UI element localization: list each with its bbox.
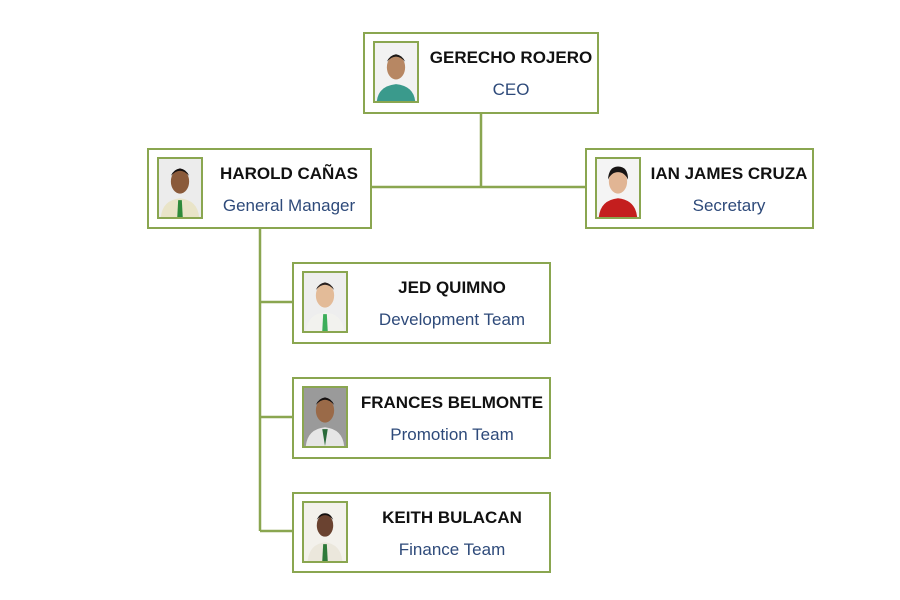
promotion-team-name: FRANCES BELMONTE (360, 393, 544, 412)
node-promotion-team: FRANCES BELMONTE Promotion Team (292, 377, 551, 459)
person-photo (302, 501, 348, 563)
general-manager-name: HAROLD CAÑAS (220, 164, 358, 183)
node-finance-team: KEITH BULACAN Finance Team (292, 492, 551, 573)
development-team-name: JED QUIMNO (398, 278, 506, 297)
finance-team-name: KEITH BULACAN (382, 508, 522, 527)
secretary-role: Secretary (692, 196, 766, 215)
node-ceo: GERECHO ROJERO CEO (363, 32, 599, 114)
development-team-role: Development Team (378, 310, 526, 329)
promotion-team-role: Promotion Team (390, 425, 514, 444)
person-photo (302, 271, 348, 333)
node-general-manager: HAROLD CAÑAS General Manager (147, 148, 372, 229)
person-photo (595, 157, 641, 219)
person-photo (302, 386, 348, 448)
secretary-name: IAN JAMES CRUZA (650, 164, 808, 183)
node-development-team: JED QUIMNO Development Team (292, 262, 551, 344)
person-photo (157, 157, 203, 219)
person-photo (373, 41, 419, 103)
ceo-name: GERECHO ROJERO (429, 48, 593, 67)
ceo-role: CEO (492, 80, 530, 99)
node-secretary: IAN JAMES CRUZA Secretary (585, 148, 814, 229)
finance-team-role: Finance Team (398, 540, 506, 559)
general-manager-role: General Manager (222, 196, 356, 215)
